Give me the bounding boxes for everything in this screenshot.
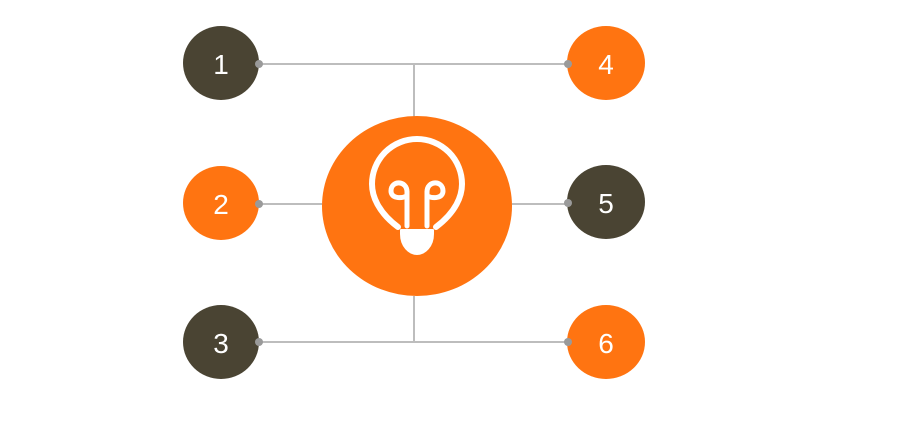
- connector-3: [258, 296, 415, 343]
- node-4: 4: [567, 26, 645, 100]
- connector-dot-3: [255, 338, 263, 346]
- node-6-label: 6: [598, 328, 614, 359]
- connector-dot-5: [564, 199, 572, 207]
- node-1: 1: [183, 26, 259, 100]
- node-1-circle: [183, 26, 259, 100]
- connector-lines: [258, 63, 568, 343]
- node-2-label: 2: [213, 189, 229, 220]
- node-6: 6: [567, 305, 645, 379]
- connector-dots: [255, 60, 572, 346]
- node-4-label: 4: [598, 49, 614, 80]
- node-3: 3: [183, 305, 259, 379]
- center-circle: [322, 116, 512, 296]
- connector-dot-6: [564, 338, 572, 346]
- node-3-label: 3: [213, 328, 229, 359]
- node-5: 5: [567, 165, 645, 239]
- node-2: 2: [183, 166, 259, 240]
- node-5-label: 5: [598, 188, 614, 219]
- node-4-circle: [567, 26, 645, 100]
- connector-dot-4: [564, 60, 572, 68]
- lightbulb-icon: [369, 136, 465, 255]
- connector-1: [258, 63, 415, 118]
- connector-dot-1: [255, 60, 263, 68]
- connector-dot-2: [255, 200, 263, 208]
- node-3-circle: [183, 305, 259, 379]
- node-5-circle: [567, 165, 645, 239]
- node-1-label: 1: [213, 49, 229, 80]
- node-6-circle: [567, 305, 645, 379]
- center-hub: [322, 116, 512, 296]
- node-2-circle: [183, 166, 259, 240]
